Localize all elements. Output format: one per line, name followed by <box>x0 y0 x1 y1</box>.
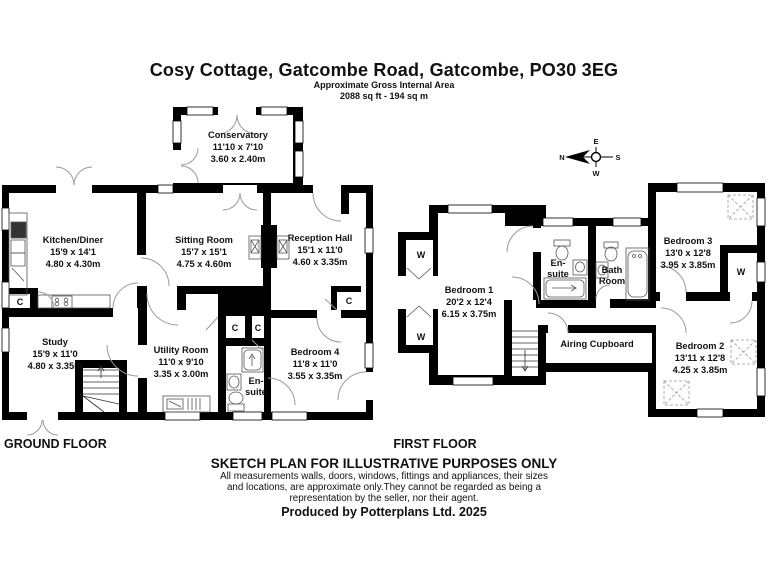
bedroom1-imperial: 20'2 x 12'4 <box>446 297 493 307</box>
bedroom2-imperial: 13'11 x 12'8 <box>675 353 725 363</box>
sitting-imperial: 15'7 x 15'1 <box>181 247 227 257</box>
skylights <box>663 194 757 406</box>
cupboard-marker: C <box>232 323 239 333</box>
first-door-openings <box>406 228 752 333</box>
compass-s: S <box>615 153 620 162</box>
reception-label: Reception Hall <box>288 233 353 243</box>
conservatory-label: Conservatory <box>208 130 269 140</box>
north-arrow-icon <box>565 150 590 164</box>
kitchen-metric: 4.80 x 4.30m <box>46 259 101 269</box>
bedroom4-imperial: 11'8 x 11'0 <box>293 359 338 369</box>
ensuite-first-fixtures <box>543 239 588 300</box>
bathroom-label2: Room <box>599 276 625 286</box>
conservatory-imperial: 11'10 x 7'10 <box>213 142 263 152</box>
cupboard-marker: C <box>255 323 262 333</box>
wardrobe-marker: W <box>737 267 746 277</box>
airing-label: Airing Cupboard <box>560 339 634 349</box>
kitchen-label: Kitchen/Diner <box>43 235 104 245</box>
reception-imperial: 15'1 x 11'0 <box>297 245 342 255</box>
bedroom4-label: Bedroom 4 <box>291 347 340 357</box>
sitting-metric: 4.75 x 4.60m <box>177 259 232 269</box>
bedroom2-metric: 4.25 x 3.85m <box>673 365 728 375</box>
ground-room-labels: Kitchen/Diner 15'9 x 14'1 4.80 x 4.30m S… <box>17 130 353 397</box>
page-title: Cosy Cottage, Gatcombe Road, Gatcombe, P… <box>149 60 619 80</box>
cupboard-marker: C <box>346 296 353 306</box>
bedroom2-label: Bedroom 2 <box>676 341 725 351</box>
ensuite-first-label1: En- <box>551 258 566 268</box>
first-room-labels: Bedroom 1 20'2 x 12'4 6.15 x 3.75m Bedro… <box>417 236 746 375</box>
bedroom3-label: Bedroom 3 <box>664 236 713 246</box>
compass-w: W <box>592 169 600 178</box>
first-floor-plan: Bedroom 1 20'2 x 12'4 6.15 x 3.75m Bedro… <box>398 182 766 418</box>
sitting-label: Sitting Room <box>175 235 233 245</box>
fireplace-icon <box>248 235 290 260</box>
conservatory-metric: 3.60 x 2.40m <box>211 154 266 164</box>
reception-metric: 4.60 x 3.35m <box>293 257 348 267</box>
wardrobe-marker: W <box>417 332 426 342</box>
ground-fixtures <box>8 212 290 413</box>
study-label: Study <box>42 337 69 347</box>
compass-e: E <box>593 137 598 146</box>
first-windows <box>447 182 766 418</box>
bathroom-label1: Bath <box>602 265 623 275</box>
ground-floor-label: GROUND FLOOR <box>4 437 107 451</box>
utility-imperial: 11'0 x 9'10 <box>158 357 203 367</box>
producer-credit: Produced by Potterplans Ltd. 2025 <box>281 505 487 519</box>
wardrobe-marker: W <box>417 250 426 260</box>
ground-door-arcs <box>26 114 367 436</box>
ground-windows <box>1 106 374 421</box>
utility-metric: 3.35 x 3.00m <box>154 369 209 379</box>
area-subtitle: Approximate Gross Internal Area <box>313 80 455 90</box>
bedroom3-metric: 3.95 x 3.85m <box>661 260 716 270</box>
wardrobe-doors <box>406 267 432 318</box>
ensuite-ground-label1: En- <box>249 376 264 386</box>
utility-label: Utility Room <box>154 345 209 355</box>
bedroom4-metric: 3.55 x 3.35m <box>288 371 343 381</box>
stairs-first-icon <box>512 330 538 372</box>
area-value: 2088 sq ft - 194 sq m <box>339 91 429 101</box>
compass-n: N <box>559 153 564 162</box>
ground-wall-details <box>9 193 361 412</box>
first-room-interiors <box>406 192 757 409</box>
study-metric: 4.80 x 3.35m <box>28 361 83 371</box>
kitchen-counter-icon <box>8 212 111 309</box>
first-floor-label: FIRST FLOOR <box>393 437 477 451</box>
study-imperial: 15'9 x 11'0 <box>32 349 77 359</box>
disclaimer-line1: All measurements walls, doors, windows, … <box>220 471 548 482</box>
bedroom3-imperial: 13'0 x 12'8 <box>665 248 711 258</box>
ground-floor-plan: Kitchen/Diner 15'9 x 14'1 4.80 x 4.30m S… <box>1 106 374 436</box>
kitchen-imperial: 15'9 x 14'1 <box>50 247 96 257</box>
first-fixtures <box>406 194 757 406</box>
disclaimer-line2: and locations, are approximate only.They… <box>226 482 542 493</box>
first-wall-details <box>538 245 757 372</box>
disclaimer-line3: representation by the seller, nor their … <box>289 493 479 504</box>
compass-rose: N E S W <box>559 137 620 178</box>
bedroom1-metric: 6.15 x 3.75m <box>442 309 497 319</box>
bathroom-fixtures <box>595 241 650 301</box>
stairs-ground-icon <box>82 365 120 413</box>
cupboard-marker: C <box>17 297 24 307</box>
ensuite-first-label2: suite <box>547 269 569 279</box>
ensuite-ground-fixtures <box>226 347 264 412</box>
utility-sink-icon <box>162 395 211 413</box>
first-door-arcs <box>506 225 753 334</box>
bedroom1-label: Bedroom 1 <box>445 285 494 295</box>
sketch-disclaimer-headline: SKETCH PLAN FOR ILLUSTRATIVE PURPOSES ON… <box>210 456 558 471</box>
ensuite-ground-label2: suite <box>245 387 267 397</box>
